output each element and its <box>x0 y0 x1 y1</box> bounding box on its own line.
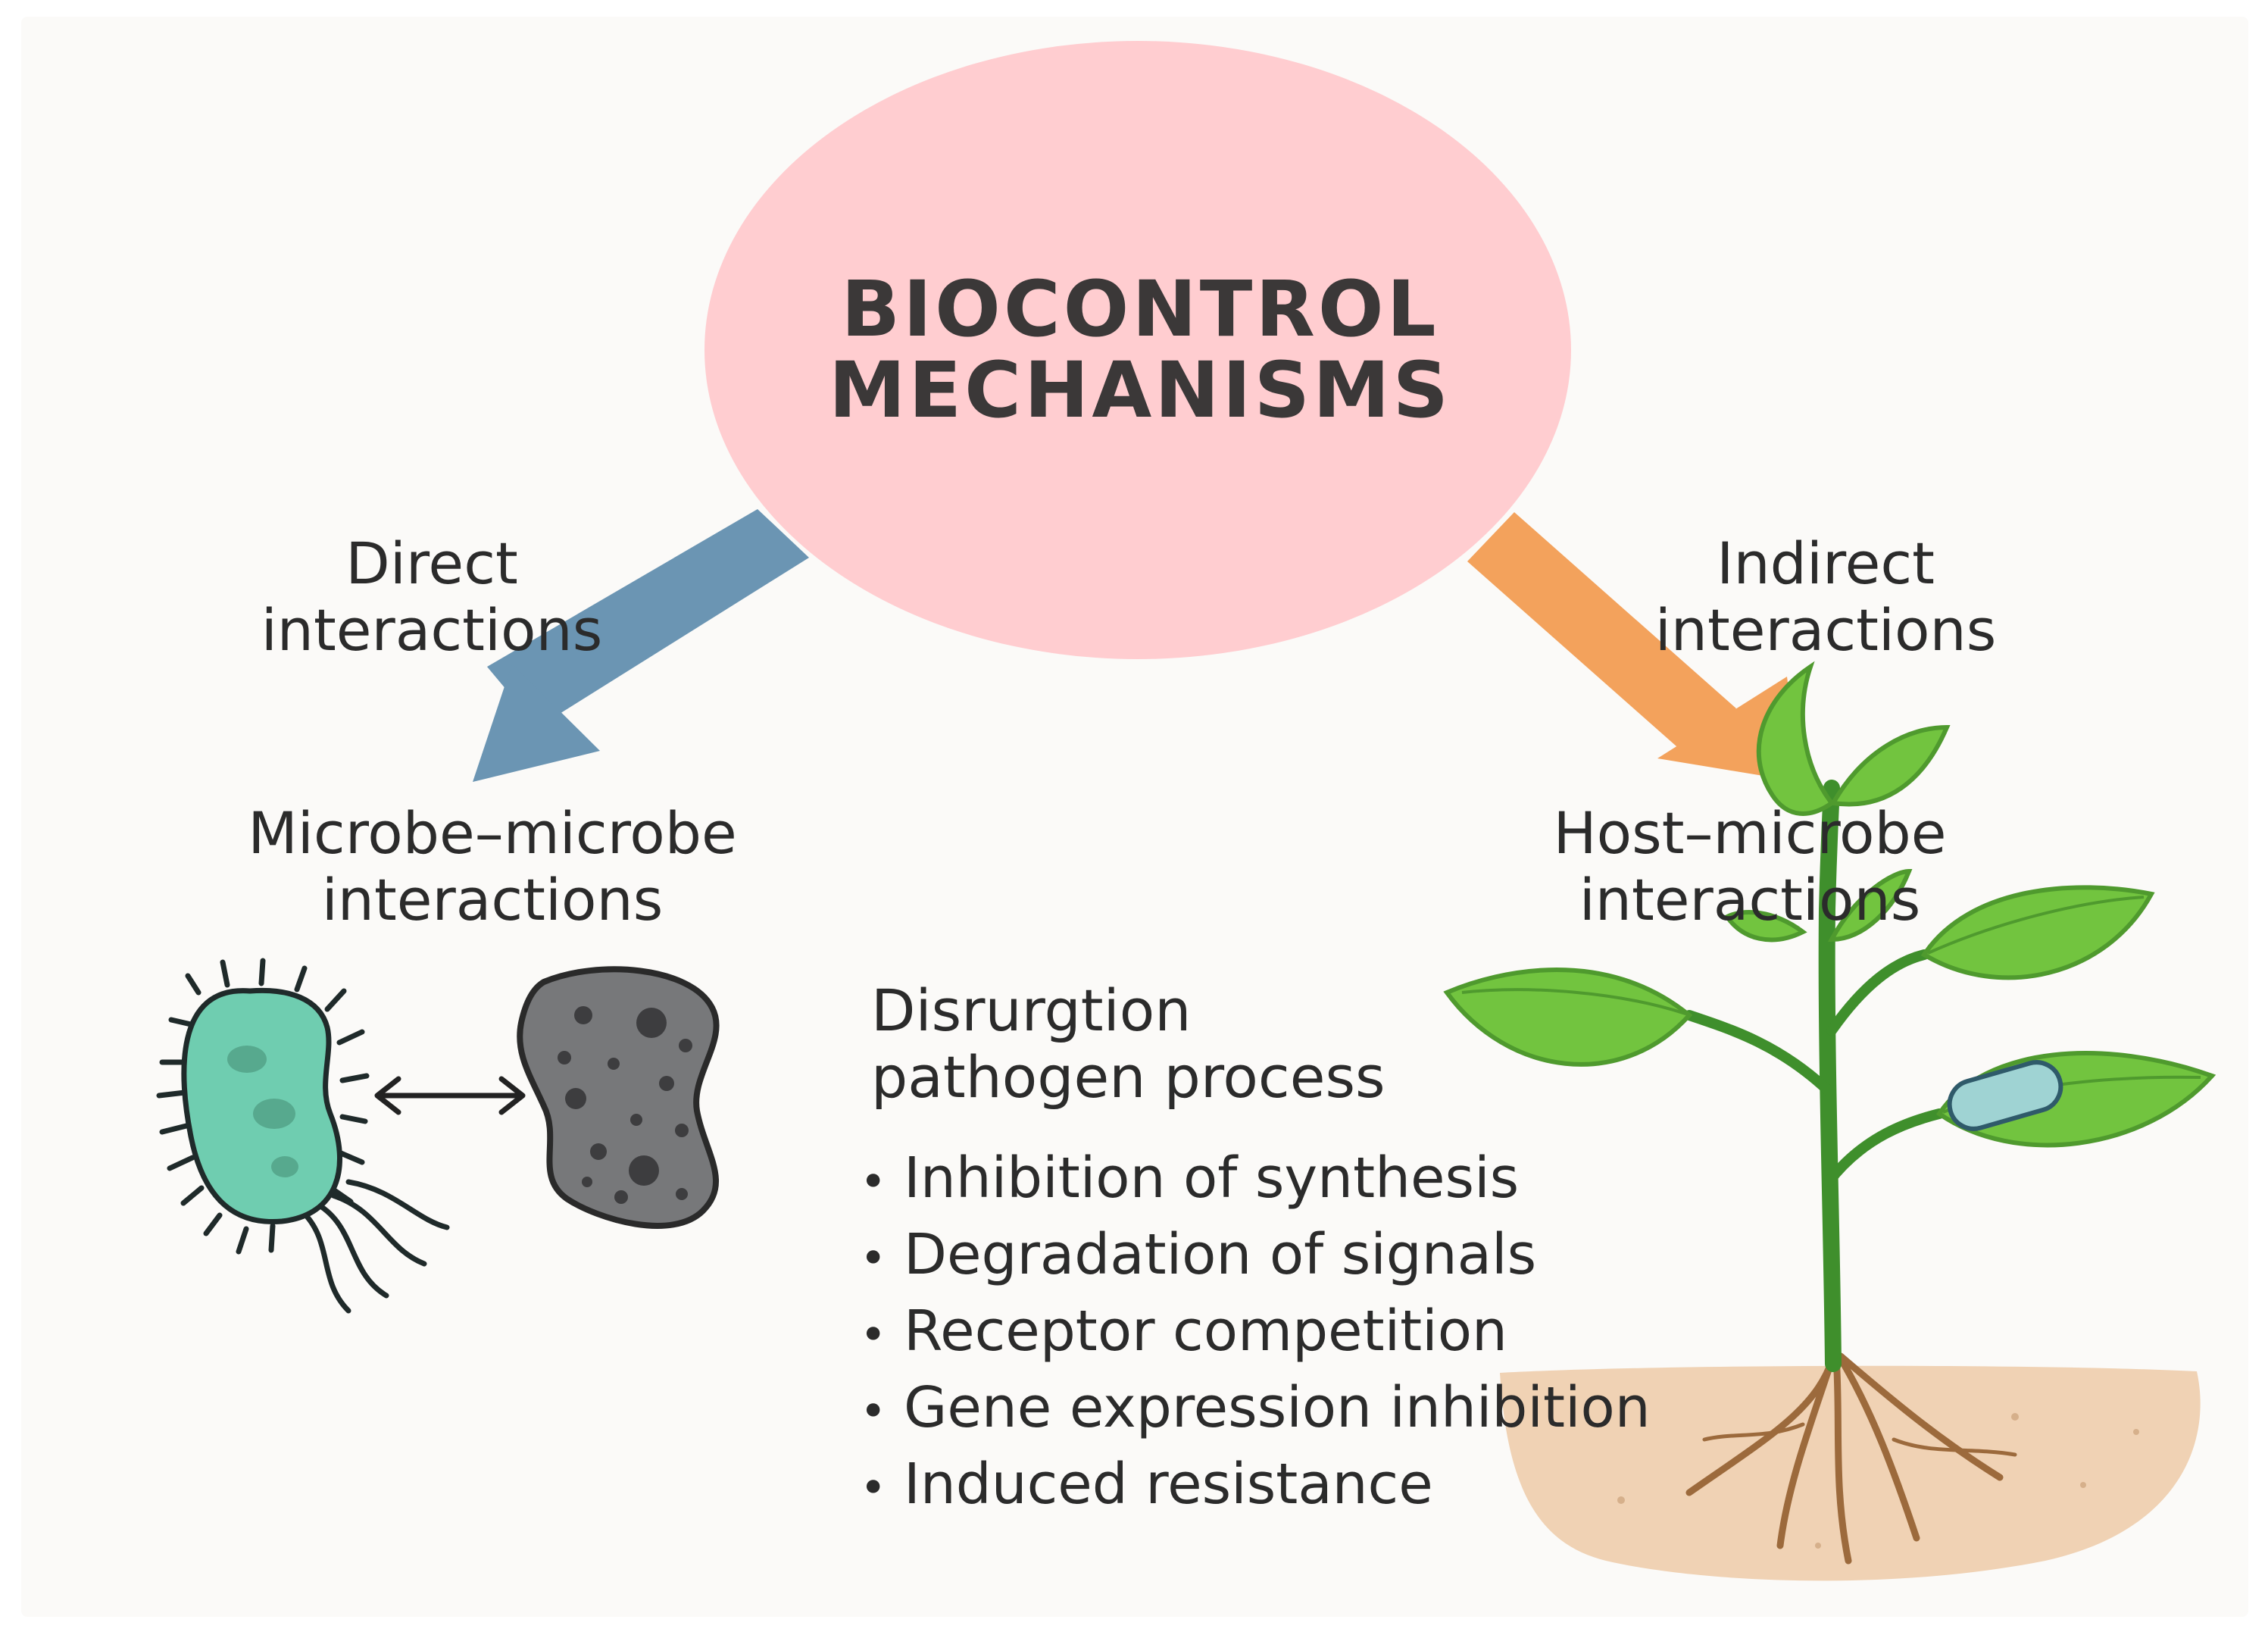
title-ellipse <box>704 41 1571 659</box>
microbe-microbe-label-line-1: Microbe–microbe <box>248 799 737 867</box>
list-item: • Inhibition of synthesis <box>860 1140 1651 1217</box>
bullet-icon: • <box>860 1232 887 1285</box>
list-item: • Receptor competition <box>860 1293 1651 1370</box>
list-item-text: Degradation of signals <box>904 1222 1537 1287</box>
leaf-bacterium-icon <box>1947 1060 2063 1131</box>
bacterium-icon <box>156 958 450 1314</box>
indirect-label-line-1: Indirect <box>1717 530 1935 597</box>
bullet-icon: • <box>860 1155 887 1208</box>
bullet-icon: • <box>860 1308 887 1361</box>
bullet-icon: • <box>860 1385 887 1438</box>
host-microbe-label-line-1: Host–microbe <box>1553 799 1947 867</box>
title-line-1: BIOCONTROL <box>841 264 1439 355</box>
microbe-microbe-label: Microbe–microbe interactions <box>136 800 848 933</box>
list-item: • Induced resistance <box>860 1446 1651 1523</box>
host-microbe-label: Host–microbe interactions <box>1417 800 2083 933</box>
host-microbe-label-line-2: interactions <box>1579 866 1921 933</box>
plant-icon <box>1443 661 2216 1565</box>
process-list: • Inhibition of synthesis • Degradation of… <box>860 1140 1651 1523</box>
direct-label-line-2: interactions <box>261 596 603 664</box>
direct-label-line-1: Direct <box>345 530 518 597</box>
indirect-label: Indirect interactions <box>1568 530 2083 664</box>
list-item: • Degradation of signals <box>860 1217 1651 1293</box>
process-heading: Disrurgtion pathogen process <box>871 977 1385 1111</box>
double-arrow-icon <box>374 1076 526 1115</box>
process-heading-line-2: pathogen process <box>871 1043 1385 1111</box>
bullet-icon: • <box>860 1461 887 1515</box>
title-line-2: MECHANISMS <box>828 345 1452 436</box>
indirect-label-line-2: interactions <box>1654 596 1997 664</box>
list-item-text: Receptor competition <box>904 1299 1507 1364</box>
pathogen-icon <box>517 966 720 1229</box>
microbe-microbe-label-line-2: interactions <box>321 866 664 933</box>
list-item-text: Gene expression inhibition <box>904 1375 1651 1440</box>
soil-icon <box>1500 1365 2201 1581</box>
direct-label: Direct interactions <box>174 530 689 664</box>
list-item: • Gene expression inhibition <box>860 1370 1651 1446</box>
direct-arrow <box>473 509 809 782</box>
list-item-text: Induced resistance <box>904 1452 1433 1517</box>
process-heading-line-1: Disrurgtion <box>871 977 1192 1044</box>
list-item-text: Inhibition of synthesis <box>904 1146 1520 1211</box>
